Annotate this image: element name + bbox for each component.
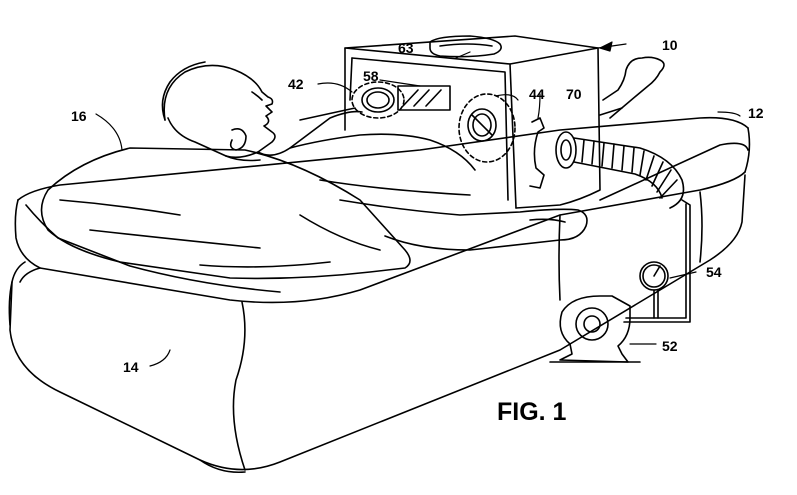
- enclosure-unit-10: [345, 36, 600, 208]
- patient-figure: [162, 57, 664, 250]
- air-line-tubing: [624, 200, 690, 322]
- label-63: 63: [398, 40, 414, 56]
- label-44: 44: [529, 86, 545, 102]
- blower-52: [550, 296, 640, 362]
- bed-mattress-14: [9, 118, 749, 473]
- label-10: 10: [662, 37, 678, 53]
- label-12: 12: [748, 105, 764, 121]
- leader-lines: [96, 42, 740, 366]
- label-16: 16: [71, 108, 87, 124]
- label-54: 54: [706, 264, 722, 280]
- corrugated-hose: [574, 138, 684, 208]
- label-70: 70: [566, 86, 582, 102]
- label-58: 58: [363, 68, 379, 84]
- label-14: 14: [123, 359, 139, 375]
- label-52: 52: [662, 338, 678, 354]
- figure-caption: FIG. 1: [497, 398, 567, 426]
- pressure-gauge-54: [640, 262, 668, 318]
- label-42: 42: [288, 76, 304, 92]
- pillow-16: [26, 148, 410, 292]
